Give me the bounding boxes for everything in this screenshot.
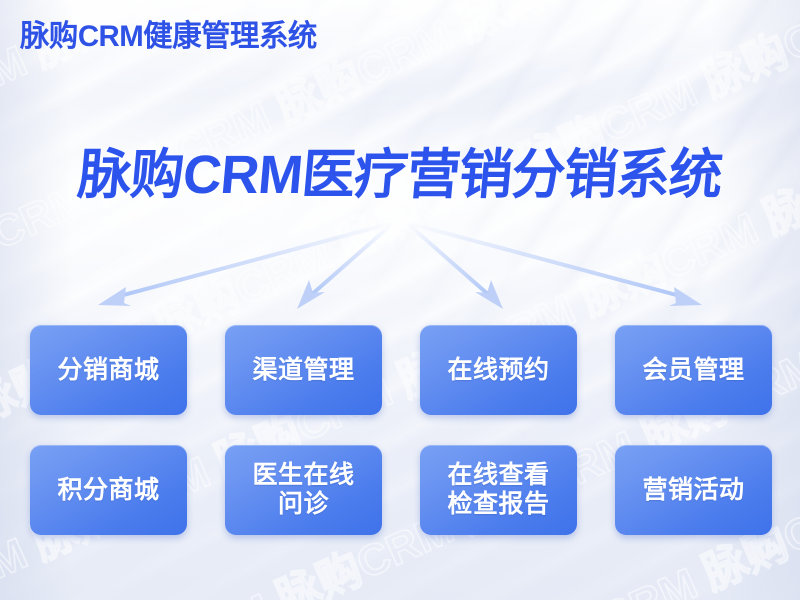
arrow-to-column-2	[297, 222, 394, 309]
header: 脉购CRM健康管理系统	[20, 22, 323, 52]
module-card-channel-management[interactable]: 渠道管理	[225, 325, 382, 415]
arrow-to-column-1	[98, 220, 397, 306]
module-card-member-management[interactable]: 会员管理	[615, 325, 772, 415]
module-card-label: 在线预约	[447, 355, 550, 384]
hero-title-container: 脉购CRM医疗营销分销系统	[0, 145, 800, 205]
module-card-label: 在线查看 检查报告	[447, 461, 550, 518]
module-card-online-appointment[interactable]: 在线预约	[420, 325, 577, 415]
module-card-label: 积分商城	[57, 475, 160, 504]
page-title: 脉购CRM医疗营销分销系统	[75, 145, 725, 205]
arrow-to-column-3	[406, 222, 503, 309]
module-card-view-exam-report-online[interactable]: 在线查看 检查报告	[420, 445, 577, 535]
module-card-label: 渠道管理	[252, 355, 355, 384]
module-card-distribution-mall[interactable]: 分销商城	[30, 325, 187, 415]
arrow-to-column-4	[403, 220, 702, 306]
module-grid: 分销商城 渠道管理 在线预约 会员管理 积分商城 医生在线 问诊 在线查看 检查…	[30, 325, 772, 535]
brand-title: 脉购CRM健康管理系统	[20, 20, 317, 53]
module-card-doctor-online-consultation[interactable]: 医生在线 问诊	[225, 445, 382, 535]
module-card-label: 医生在线 问诊	[252, 461, 355, 518]
module-card-label: 营销活动	[642, 475, 745, 504]
module-card-label: 会员管理	[642, 355, 745, 384]
module-card-label: 分销商城	[57, 355, 160, 384]
module-card-points-mall[interactable]: 积分商城	[30, 445, 187, 535]
module-card-marketing-campaign[interactable]: 营销活动	[615, 445, 772, 535]
